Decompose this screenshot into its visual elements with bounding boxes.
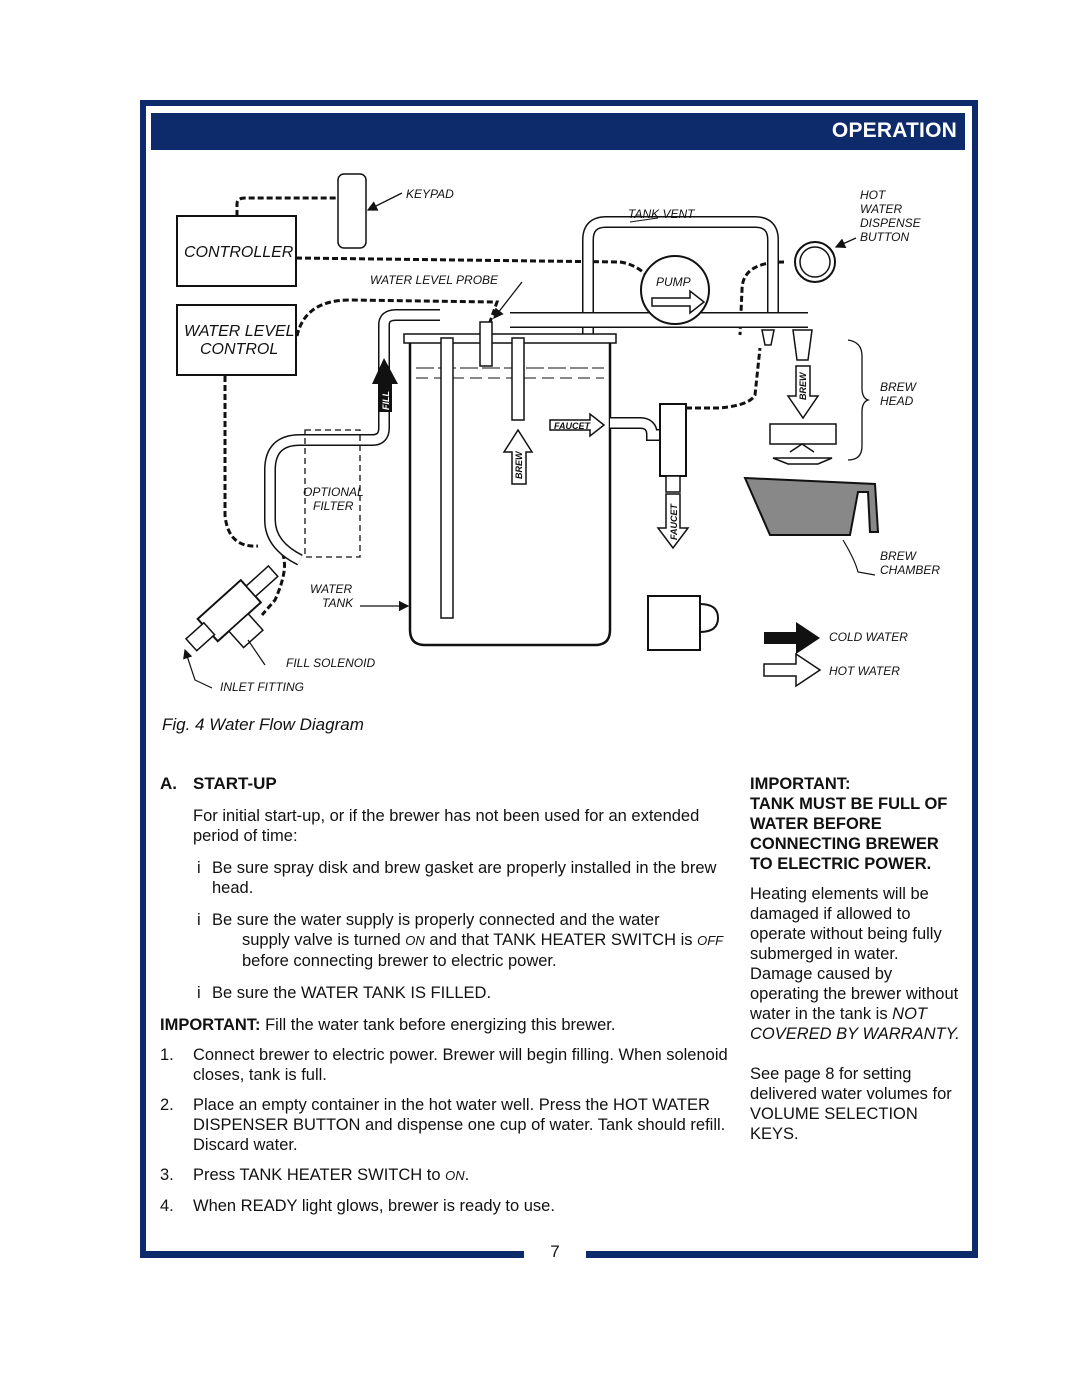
bullet-text: Be sure spray disk and brew gasket are p… [212,859,717,897]
inlet-fitting-label: INLET FITTING [220,680,304,694]
brew-arrow-tank-label: BREW [514,450,524,479]
hot-water-legend-arrow [763,652,822,688]
bullet-item: i Be sure the WATER TANK IS FILLED. [160,983,730,1003]
figure-caption: Fig. 4 Water Flow Diagram [162,715,364,734]
brew-arrow-head [786,365,820,420]
fill-arrow [372,358,398,412]
step-number: 2. [160,1096,174,1114]
bullet-text: Be sure the WATER TANK IS FILLED. [212,984,492,1002]
optional-filter-label-1: OPTIONAL [303,485,364,499]
hot-water-label-1: HOT [860,188,887,202]
important-label: IMPORTANT: [160,1016,261,1034]
bullet-mark: i [197,911,201,929]
step-text: Place an empty container in the hot wate… [193,1096,726,1154]
bullet-continuation: supply valve is turned ON and that TANK … [242,931,724,970]
tank-vent-label: TANK VENT [628,207,696,221]
section-letter: A. [160,774,177,793]
hot-water-legend-label: HOT WATER [829,664,900,678]
water-level-control-label-1: WATER LEVEL [184,323,295,340]
on-state-text: ON [405,933,425,948]
on-state-text: ON [445,1168,465,1183]
brew-arrow-head-label: BREW [798,371,808,400]
step-item: 3. Press TANK HEATER SWITCH to ON. [160,1166,470,1184]
startup-section: A. START-UP For initial start-up, or if t… [160,774,730,1226]
hot-water-label-2: WATER [860,202,903,216]
optional-filter-label-2: FILTER [313,499,354,513]
cold-water-legend-label: COLD WATER [829,630,908,644]
faucet-arrow-down [656,493,690,550]
step-item: 1. Connect brewer to electric power. Bre… [160,1045,730,1085]
section-banner: OPERATION [151,113,965,150]
frame-bottom-rule-left [140,1251,524,1258]
water-level-control-box [176,304,297,376]
faucet-valve [659,403,687,477]
water-flow-diagram: KEYPAD CONTROLLER WATER LEVEL PROBE WATE… [176,173,940,694]
see-page-note: See page 8 for setting delivered water v… [750,1065,952,1143]
step-text: Connect brewer to electric power. Brewer… [193,1046,728,1084]
frame-bottom-rule-right [586,1251,978,1258]
spray-disk [769,423,837,445]
bullet-item: i Be sure the water supply is properly c… [160,910,730,971]
brew-head-label-2: HEAD [880,394,914,408]
controller-box [176,215,297,287]
step-text: When READY light glows, brewer is ready … [193,1197,555,1215]
section-heading: A. START-UP [160,774,730,794]
warranty-emphasis: NOT COVERED BY WARRANTY [750,1005,956,1043]
page-frame [140,100,978,1257]
hot-water-label-3: DISPENSE [860,216,922,230]
startup-intro: For initial start-up, or if the brewer h… [193,807,700,845]
sidebar-heading: IMPORTANT: TANK MUST BE FULL OF WATER BE… [750,774,965,874]
important-sidebar: IMPORTANT: TANK MUST BE FULL OF WATER BE… [750,774,965,1144]
fill-arrow-label: FILL [381,391,391,410]
cold-water-legend-arrow [764,622,820,654]
step-text: Press TANK HEATER SWITCH to [193,1166,446,1184]
brew-head-label-1: BREW [880,380,918,394]
optional-filter [304,429,361,558]
important-note: IMPORTANT: Fill the water tank before en… [160,1016,616,1034]
brew-chamber-label-2: CHAMBER [880,563,940,577]
step-number: 1. [160,1046,174,1064]
bullet-text: Be sure the water supply is properly con… [212,911,660,929]
water-tank-label-2: TANK [322,596,354,610]
controller-label: CONTROLLER [184,244,294,261]
keypad-label: KEYPAD [406,187,454,201]
warning-body: Heating elements will be damaged if allo… [750,885,960,1043]
brew-chamber-label-1: BREW [880,549,918,563]
water-level-control-label-2: CONTROL [200,341,278,358]
mug [647,595,701,651]
faucet-arrow-tank [549,412,606,438]
step-item: 4. When READY light glows, brewer is rea… [160,1196,730,1216]
bullet-mark: i [197,859,201,877]
brew-chamber-shape [743,476,880,536]
hot-water-button-shape [794,241,836,283]
faucet-arrow-down-label: FAUCET [669,502,679,540]
faucet-arrow-tank-label: FAUCET [554,421,592,431]
brew-arrow-tank [502,428,534,485]
pump-label: PUMP [656,275,691,289]
water-tank-label-1: WATER [310,582,353,596]
section-title: START-UP [193,774,277,793]
step-number: 3. [160,1166,174,1184]
water-level-probe-label: WATER LEVEL PROBE [370,273,499,287]
fill-solenoid-label: FILL SOLENOID [286,656,375,670]
warning-heading: TANK MUST BE FULL OF WATER BEFORE CONNEC… [750,795,948,873]
step-item: 2. Place an empty container in the hot w… [160,1095,730,1155]
page-title: OPERATION [831,119,957,142]
water-tank-shape [408,340,612,647]
fill-solenoid-shape [184,564,279,652]
step-number: 4. [160,1197,174,1215]
keypad-shape [337,173,367,249]
off-state-text: OFF [697,933,724,948]
bullet-mark: i [197,984,201,1002]
hot-water-label-4: BUTTON [860,230,909,244]
bullet-item: i Be sure spray disk and brew gasket are… [160,858,730,898]
pump-shape [640,255,710,325]
page-number: 7 [550,1242,560,1261]
